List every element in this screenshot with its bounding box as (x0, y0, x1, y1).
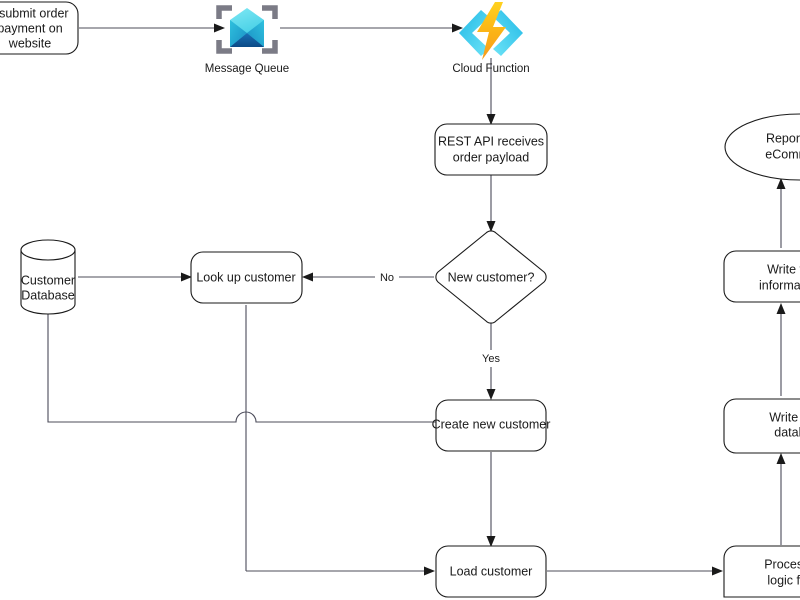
node-rest-api[interactable]: REST API receives order payload (434, 123, 548, 176)
edge-function-to-restapi (486, 58, 496, 125)
node-write-financial-info-line1: Write financ (767, 262, 800, 276)
edge-queue-to-function (280, 23, 463, 33)
edge-createcustomer-to-loadcustomer (486, 452, 496, 547)
node-process-business-logic-line1: Process busi (764, 557, 800, 571)
node-submit-order[interactable]: r submit order payment on website (0, 1, 79, 55)
envelope-in-brackets-icon (216, 5, 278, 54)
edge-createcustomer-to-database (43, 290, 437, 423)
node-process-business-logic[interactable]: Process busi logic for ord (723, 545, 800, 598)
node-report-result-line1: Report resul (766, 131, 800, 145)
edge-writeorder-to-financial (776, 303, 786, 396)
edge-database-to-lookup (78, 272, 192, 282)
edge-decision-yes: Yes (480, 322, 504, 400)
node-report-result-line2: eComm syst (765, 147, 800, 161)
node-customer-database-line1: Customer (21, 273, 75, 287)
node-look-up-customer-label: Look up customer (196, 270, 295, 284)
node-load-customer[interactable]: Load customer (435, 545, 547, 598)
node-write-order-database-line2: database (774, 425, 800, 439)
node-customer-database-line2: Database (21, 288, 75, 302)
node-write-financial-info[interactable]: Write financ information to l (723, 250, 800, 303)
node-submit-order-line2: payment on (0, 21, 63, 35)
node-write-order-database-line1: Write order (769, 410, 800, 424)
edge-restapi-to-decision (486, 175, 496, 232)
node-message-queue[interactable]: Message Queue (205, 5, 289, 75)
node-message-queue-caption: Message Queue (205, 63, 289, 75)
node-rest-api-line1: REST API receives (438, 134, 544, 148)
edge-label-no: No (380, 272, 394, 284)
node-cloud-function[interactable]: Cloud Function (452, 2, 530, 75)
node-customer-database[interactable]: Customer Database (20, 239, 76, 315)
edge-trunk-to-loadcustomer (246, 566, 435, 576)
node-new-customer-decision-label: New customer? (448, 270, 535, 284)
node-look-up-customer[interactable]: Look up customer (190, 251, 303, 304)
node-create-new-customer-label: Create new customer (432, 417, 551, 431)
edge-process-to-writeorder (776, 453, 786, 545)
node-cloud-function-caption: Cloud Function (452, 63, 529, 75)
node-submit-order-line3: website (8, 36, 51, 50)
edge-loadcustomer-to-process (547, 566, 723, 576)
node-new-customer-decision[interactable]: New customer? (435, 230, 547, 324)
node-write-order-database[interactable]: Write order database (723, 398, 800, 454)
node-write-financial-info-line2: information to l (759, 278, 800, 292)
node-submit-order-line1: r submit order (0, 6, 69, 20)
lightning-code-brackets-icon (459, 2, 523, 60)
node-report-result[interactable]: Report resul eComm syst (724, 113, 800, 181)
edge-submit-to-queue (79, 23, 225, 33)
edge-label-yes: Yes (482, 353, 500, 365)
node-rest-api-line2: order payload (453, 150, 529, 164)
edge-decision-no: No (302, 268, 434, 285)
edge-financial-to-report (776, 178, 786, 248)
node-process-business-logic-line2: logic for ord (767, 573, 800, 587)
node-create-new-customer[interactable]: Create new customer (432, 399, 551, 452)
node-load-customer-label: Load customer (450, 564, 533, 578)
